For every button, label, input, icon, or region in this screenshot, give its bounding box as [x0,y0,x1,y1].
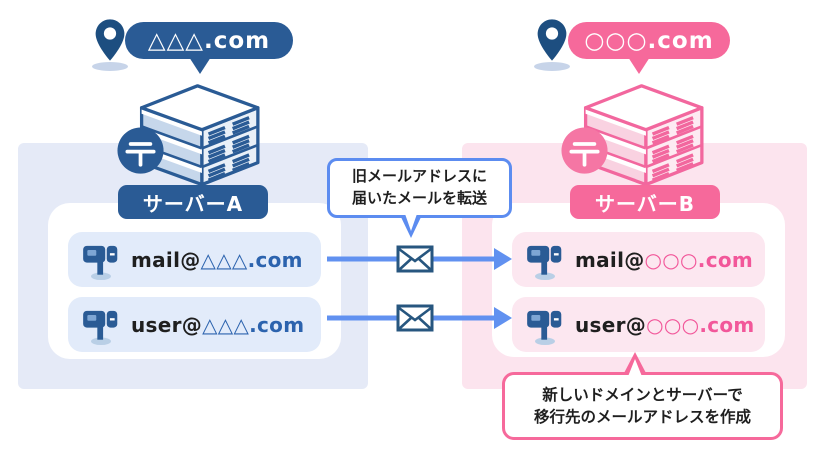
mailbox-icon [83,310,118,345]
create-note-line1: 新しいドメインとサーバーで [542,385,743,404]
envelope-icon [396,304,434,332]
email-address: user@△△△.com [131,313,304,337]
callout-tail [627,359,643,379]
email-domain-part: △△△.com [200,247,303,272]
server-stack-icon [117,84,260,187]
email-user-part: mail@ [131,247,201,272]
email-domain-part: ○○○.com [644,247,754,272]
email-user-part: user@ [575,312,647,337]
email-row-a-user: user@△△△.com [68,297,321,352]
callout-tail [404,211,418,231]
domain-a-text: △△△.com [147,27,271,54]
email-row-b-user: user@○○○.com [512,297,765,352]
postal-mark-icon [117,127,164,174]
create-note-line2: 移行先のメールアドレスを作成 [533,408,751,426]
mailbox-icon [527,245,562,280]
email-row-a-mail: mail@△△△.com [68,232,321,287]
envelope-icon [396,245,434,273]
badge-tail [628,57,650,74]
domain-b-badge: ○○○.com [568,22,730,74]
forward-note-callout: 旧メールアドレスに 届いたメールを転送 [327,158,512,238]
email-address: user@○○○.com [575,313,755,337]
email-user-part: mail@ [575,247,645,272]
map-pin-icon [95,19,125,61]
server-b-label: サーバーB [570,185,720,219]
mailbox-icon [527,310,562,345]
email-address: mail@○○○.com [575,248,753,272]
domain-b-text: ○○○.com [584,27,714,54]
email-domain-part: △△△.com [202,312,305,337]
forward-note-line2: 届いたメールを転送 [351,189,487,207]
email-user-part: user@ [131,312,203,337]
server-a-label: サーバーA [118,185,268,219]
domain-a-badge: △△△.com [125,22,293,74]
badge-tail [189,57,211,74]
forward-note-line1: 旧メールアドレスに [351,167,487,186]
pin-shadow [534,62,570,71]
email-domain-part: ○○○.com [646,312,755,337]
server-stack-icon [561,84,704,187]
email-row-b-mail: mail@○○○.com [512,232,765,287]
postal-mark-icon [561,127,608,174]
email-address: mail@△△△.com [131,248,303,272]
create-note-callout: 新しいドメインとサーバーで 移行先のメールアドレスを作成 [502,352,783,440]
pin-shadow [92,62,128,71]
mailbox-icon [83,245,118,280]
map-pin-icon [537,19,567,61]
